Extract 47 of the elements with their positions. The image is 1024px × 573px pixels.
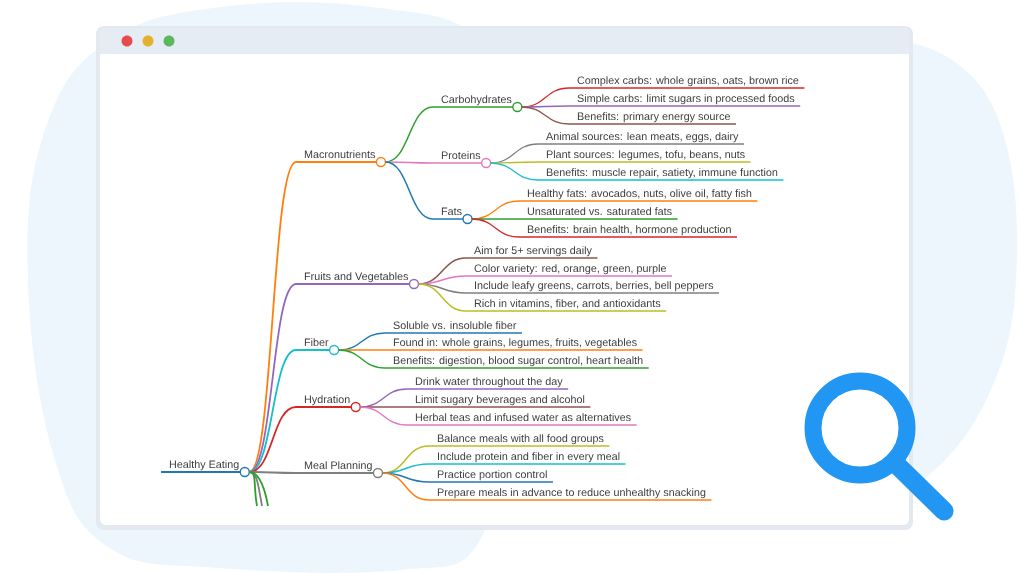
leaf-topic: Healthy fats: avocados, nuts, olive oil, fatty fish xyxy=(518,189,759,202)
leaf-topic: Drink water throughout the day xyxy=(406,377,569,390)
branch-line xyxy=(471,218,520,238)
leaf-topic: Include leafy greens, carrots, berries, bell peppers xyxy=(465,281,720,294)
branch-topic: Hydration xyxy=(295,395,357,408)
branch-line xyxy=(381,472,430,501)
leaf-topic: Animal sources: lean meats, eggs, dairy xyxy=(537,132,745,145)
leaf-topic: Limit sugary beverages and alcohol xyxy=(406,395,592,408)
branch-line xyxy=(248,471,269,507)
branch-line xyxy=(384,161,434,220)
leaf-topic: Prepare meals in advance to reduce unhealthy snacking xyxy=(428,488,713,501)
leaf-topic: Benefits: digestion, blood sugar control, heart health xyxy=(384,356,650,369)
leaf-topic: Found in: whole grains, legumes, fruits, vegetables xyxy=(384,338,644,351)
branch-line xyxy=(417,283,467,312)
leaf-topic: Plant sources: legumes, tofu, beans, nuts xyxy=(537,150,752,163)
leaf-topic: Balance meals with all food groups xyxy=(428,434,611,447)
leaf-topic: Color variety: red, orange, green, purple xyxy=(465,264,673,277)
leaf-topic: Unsaturated vs. saturated fats xyxy=(518,207,679,220)
branch-topic: Fruits and Vegetables xyxy=(295,272,415,285)
branch-line xyxy=(521,105,570,108)
leaf-topic: Benefits: primary energy source xyxy=(568,112,737,125)
branch-topic: Meal Planning xyxy=(295,461,379,474)
central-topic: Healthy Eating xyxy=(160,460,246,473)
leaf-topic: Herbal teas and infused water as alternatives xyxy=(406,413,638,426)
branch-topic: Macronutrients xyxy=(295,150,382,163)
leaf-topic: Include protein and fiber in every meal xyxy=(428,452,627,465)
branch-topic: Proteins xyxy=(432,151,487,164)
branch-topic: Carbohydrates xyxy=(432,95,519,108)
branch-line xyxy=(490,162,539,181)
branch-line xyxy=(521,106,570,125)
leaf-topic: Simple carbs: limit sugars in processed foods xyxy=(568,94,801,107)
branch-line xyxy=(359,406,408,426)
leaf-topic: Soluble vs. insoluble fiber xyxy=(384,321,523,334)
branch-line xyxy=(248,283,297,473)
leaf-topic: Rich in vitamins, fiber, and antioxidants xyxy=(465,299,667,312)
leaf-topic: Aim for 5+ servings daily xyxy=(465,246,599,259)
branch-topic: Fats xyxy=(432,207,469,220)
leaf-topic: Benefits: brain health, hormone production xyxy=(518,225,738,238)
branch-line xyxy=(490,161,539,164)
leaf-topic: Practice portion control xyxy=(428,470,554,483)
branch-topic: Fiber xyxy=(295,338,335,351)
branch-line xyxy=(248,471,258,507)
branch-line xyxy=(384,161,434,164)
leaf-topic: Complex carbs: whole grains, oats, brown rice xyxy=(568,76,806,89)
branch-line xyxy=(248,471,263,507)
leaf-topic: Benefits: muscle repair, satiety, immune function xyxy=(537,168,785,181)
branch-line xyxy=(337,349,386,369)
